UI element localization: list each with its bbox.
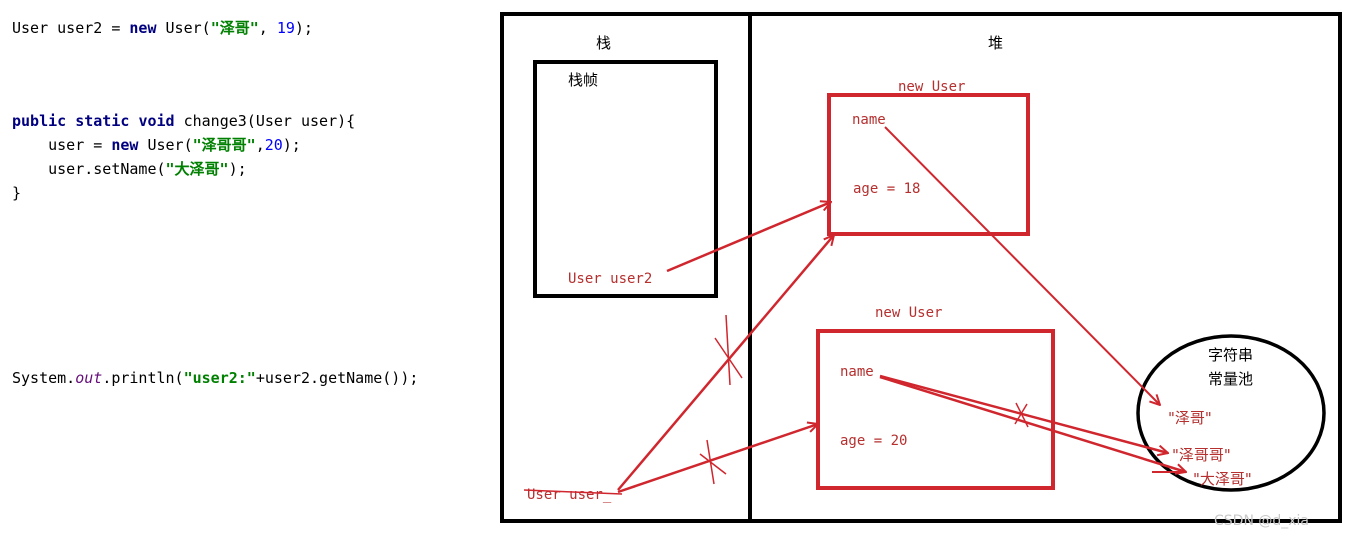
cross-mark-lower [699, 439, 727, 485]
stack-frame-box [533, 60, 718, 298]
obj2-name-field: name [840, 364, 874, 380]
stack-frame-title: 栈帧 [568, 71, 598, 89]
arrow-user-to-obj1 [617, 235, 834, 491]
code-line-new-user2: User user2 = new User("泽哥", 19); [12, 19, 313, 37]
code-method-signature: public static void change3(User user){ [12, 112, 356, 130]
obj2-box [816, 329, 1055, 490]
string-pool-ellipse [1136, 334, 1326, 492]
code-method-setname: user.setName("大泽哥"); [12, 160, 247, 178]
arrow-user2-to-obj1 [666, 202, 831, 273]
pool-string-zegege: "泽哥哥" [1172, 446, 1231, 464]
pool-string-dazege: "大泽哥" [1193, 470, 1252, 488]
obj1-age-field: age = 18 [853, 181, 920, 197]
obj1-name-field: name [852, 112, 886, 128]
arrow-obj2-name-to-zegege [879, 374, 1168, 453]
code-method-close: } [12, 184, 22, 202]
obj1-box [827, 93, 1030, 236]
cross-mark-string [1014, 402, 1029, 428]
code-println: System.out.println("user2:"+user2.getNam… [12, 369, 419, 387]
obj2-title: new User [875, 305, 942, 321]
stack-var-user2: User user2 [568, 271, 652, 287]
string-pool-title-2: 常量池 [1208, 370, 1253, 388]
string-pool-title-1: 字符串 [1208, 346, 1253, 364]
heap-title: 堆 [988, 34, 1003, 52]
code-method-new-user: user = new User("泽哥哥",20); [12, 136, 301, 154]
outer-frame [500, 12, 1342, 523]
stack-var-user-strikethrough [523, 489, 623, 495]
watermark: CSDN @d_xia [1214, 513, 1309, 529]
obj1-title: new User [898, 79, 965, 95]
stack-title: 栈 [596, 34, 611, 52]
cross-mark-upper [714, 314, 743, 386]
arrow-user-to-obj2 [617, 424, 818, 494]
obj2-age-field: age = 20 [840, 433, 907, 449]
stack-var-user: User user_ [527, 487, 612, 503]
arrow-obj1-name-to-zege [884, 126, 1160, 405]
code-method-block: public static void change3(User user){ u… [12, 109, 355, 205]
pool-string-zege: "泽哥" [1168, 409, 1212, 427]
arrow-obj2-name-to-dazege [879, 375, 1186, 472]
